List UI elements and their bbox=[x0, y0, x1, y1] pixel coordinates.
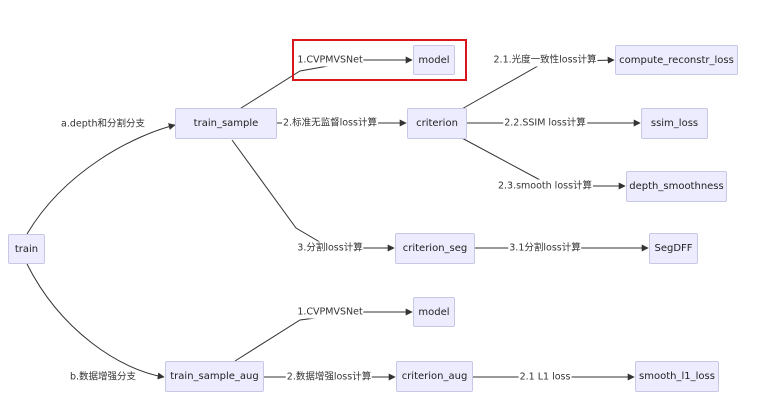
node-criterion-aug[interactable]: criterion_aug bbox=[396, 361, 473, 392]
edge-train-sample-to-criterion-seg bbox=[231, 139, 395, 252]
edge-label-depth-branch: a.depth和分割分支 bbox=[60, 117, 146, 131]
edge-label-cvpmvsnet-top: 1.CVPMVSNet bbox=[296, 53, 364, 67]
edge-label-photometric-loss: 2.1.光度一致性loss计算 bbox=[492, 53, 598, 67]
node-train-sample-aug[interactable]: train_sample_aug bbox=[165, 361, 264, 392]
node-model-bottom[interactable]: model bbox=[413, 297, 455, 327]
node-model-top[interactable]: model bbox=[413, 45, 455, 75]
node-train[interactable]: train bbox=[8, 234, 45, 264]
edge-label-seg-loss: 3.分割loss计算 bbox=[296, 241, 364, 255]
edge-train-sample-aug-to-model bbox=[234, 308, 413, 362]
edge-label-aug-branch: b.数据增强分支 bbox=[68, 370, 138, 384]
node-criterion-seg[interactable]: criterion_seg bbox=[395, 233, 475, 264]
node-ssim-loss[interactable]: ssim_loss bbox=[641, 108, 708, 139]
edge-train-to-train-sample bbox=[26, 123, 176, 235]
node-smooth-l1-loss[interactable]: smooth_l1_loss bbox=[635, 361, 719, 392]
node-criterion[interactable]: criterion bbox=[407, 108, 467, 139]
edge-criterion-to-compute-reconstr-loss bbox=[459, 56, 615, 111]
node-train-sample[interactable]: train_sample bbox=[175, 108, 277, 139]
edge-label-aug-loss: 2.数据增强loss计算 bbox=[285, 370, 373, 384]
highlight-box bbox=[292, 39, 467, 81]
node-depth-smoothness[interactable]: depth_smoothness bbox=[626, 171, 727, 202]
edge-label-l1-loss: 2.1 L1 loss bbox=[518, 370, 572, 384]
edge-label-ssim-loss: 2.2.SSIM loss计算 bbox=[503, 116, 587, 130]
node-compute-reconstr-loss[interactable]: compute_reconstr_loss bbox=[615, 45, 738, 75]
edge-label-smooth-loss: 2.3.smooth loss计算 bbox=[496, 179, 594, 193]
node-segdff[interactable]: SegDFF bbox=[649, 233, 698, 264]
edge-label-seg-loss-3-1: 3.1分割loss计算 bbox=[508, 241, 582, 255]
edge-label-unsup-loss: 2.标准无监督loss计算 bbox=[282, 116, 378, 130]
edge-label-cvpmvsnet-bottom: 1.CVPMVSNet bbox=[296, 305, 364, 319]
edge-train-to-train-sample-aug bbox=[26, 263, 165, 380]
